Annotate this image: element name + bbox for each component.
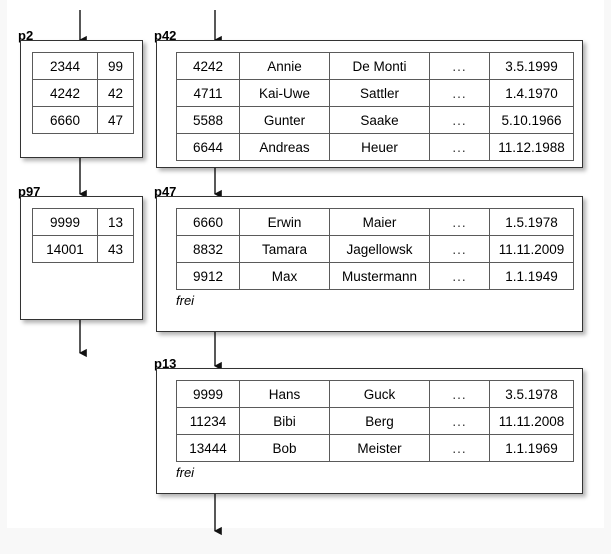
table-row[interactable]: 4242 42 (32, 79, 134, 107)
cell-id: 9999 (176, 380, 240, 408)
cell-id: 11234 (176, 407, 240, 435)
cell-firstname: Gunter (239, 106, 330, 134)
cell-date: 5.10.1966 (489, 106, 574, 134)
cell-lastname: Berg (329, 407, 430, 435)
page-label-p47: p47 (154, 184, 177, 199)
cell-id: 9912 (176, 262, 240, 290)
page-label-p42: p42 (154, 28, 177, 43)
cell-lastname: Guck (329, 380, 430, 408)
cell-firstname: Max (239, 262, 330, 290)
page-box-p97[interactable]: 9999 13 14001 43 (20, 196, 143, 320)
cell-key: 9999 (32, 208, 98, 236)
table-row[interactable]: 6644 Andreas Heuer ... 11.12.1988 (176, 133, 574, 161)
cell-date: 3.5.1999 (489, 52, 574, 80)
cell-more: ... (429, 79, 490, 107)
cell-more: ... (429, 52, 490, 80)
cell-lastname: Mustermann (329, 262, 430, 290)
page-box-p2[interactable]: 2344 99 4242 42 6660 47 (20, 40, 143, 158)
cell-id: 4242 (176, 52, 240, 80)
cell-firstname: Hans (239, 380, 330, 408)
cell-key: 4242 (32, 79, 98, 107)
table-row[interactable]: 4711 Kai-Uwe Sattler ... 1.4.1970 (176, 79, 574, 107)
cell-firstname: Erwin (239, 208, 330, 236)
cell-lastname: Sattler (329, 79, 430, 107)
cell-date: 1.1.1949 (489, 262, 574, 290)
cell-id: 8832 (176, 235, 240, 263)
page-box-p47[interactable]: 6660 Erwin Maier ... 1.5.1978 8832 Tamar… (156, 196, 583, 332)
table-row[interactable]: 9999 Hans Guck ... 3.5.1978 (176, 380, 574, 408)
cell-more: ... (429, 380, 490, 408)
table-row[interactable]: 8832 Tamara Jagellowsk ... 11.11.2009 (176, 235, 574, 263)
cell-pointer: 47 (97, 106, 134, 134)
page-label-p13: p13 (154, 356, 177, 371)
cell-more: ... (429, 235, 490, 263)
cell-lastname: Maier (329, 208, 430, 236)
table-row[interactable]: 9999 13 (32, 208, 134, 236)
free-space-label: frei (176, 465, 195, 480)
cell-key: 14001 (32, 235, 98, 263)
cell-date: 1.4.1970 (489, 79, 574, 107)
cell-lastname: Jagellowsk (329, 235, 430, 263)
cell-date: 1.1.1969 (489, 434, 574, 462)
cell-firstname: Tamara (239, 235, 330, 263)
record-table-p97: 9999 13 14001 43 (32, 208, 134, 263)
cell-date: 11.11.2009 (489, 235, 574, 263)
page-box-p42[interactable]: 4242 Annie De Monti ... 3.5.1999 4711 Ka… (156, 40, 583, 168)
cell-firstname: Annie (239, 52, 330, 80)
cell-more: ... (429, 133, 490, 161)
cell-id: 6660 (176, 208, 240, 236)
cell-date: 1.5.1978 (489, 208, 574, 236)
table-row[interactable]: 11234 Bibi Berg ... 11.11.2008 (176, 407, 574, 435)
cell-id: 4711 (176, 79, 240, 107)
table-row[interactable]: 2344 99 (32, 52, 134, 80)
record-table-p47: 6660 Erwin Maier ... 1.5.1978 8832 Tamar… (176, 208, 574, 290)
cell-date: 11.11.2008 (489, 407, 574, 435)
cell-id: 6644 (176, 133, 240, 161)
cell-more: ... (429, 262, 490, 290)
cell-date: 3.5.1978 (489, 380, 574, 408)
page-box-p13[interactable]: 9999 Hans Guck ... 3.5.1978 11234 Bibi B… (156, 368, 583, 494)
cell-pointer: 13 (97, 208, 134, 236)
cell-firstname: Bob (239, 434, 330, 462)
record-table-p2: 2344 99 4242 42 6660 47 (32, 52, 134, 134)
cell-id: 5588 (176, 106, 240, 134)
record-table-p13: 9999 Hans Guck ... 3.5.1978 11234 Bibi B… (176, 380, 574, 462)
table-row[interactable]: 6660 Erwin Maier ... 1.5.1978 (176, 208, 574, 236)
cell-id: 13444 (176, 434, 240, 462)
table-row[interactable]: 9912 Max Mustermann ... 1.1.1949 (176, 262, 574, 290)
record-table-p42: 4242 Annie De Monti ... 3.5.1999 4711 Ka… (176, 52, 574, 161)
table-row[interactable]: 14001 43 (32, 235, 134, 263)
free-space-label: frei (176, 293, 195, 308)
cell-lastname: Saake (329, 106, 430, 134)
cell-lastname: Meister (329, 434, 430, 462)
cell-more: ... (429, 407, 490, 435)
table-row[interactable]: 4242 Annie De Monti ... 3.5.1999 (176, 52, 574, 80)
cell-more: ... (429, 434, 490, 462)
cell-key: 6660 (32, 106, 98, 134)
table-row[interactable]: 13444 Bob Meister ... 1.1.1969 (176, 434, 574, 462)
cell-firstname: Kai-Uwe (239, 79, 330, 107)
cell-firstname: Andreas (239, 133, 330, 161)
page-label-p2: p2 (18, 28, 34, 43)
page-label-p97: p97 (18, 184, 41, 199)
table-row[interactable]: 6660 47 (32, 106, 134, 134)
cell-pointer: 43 (97, 235, 134, 263)
cell-more: ... (429, 208, 490, 236)
table-row[interactable]: 5588 Gunter Saake ... 5.10.1966 (176, 106, 574, 134)
cell-pointer: 99 (97, 52, 134, 80)
cell-lastname: De Monti (329, 52, 430, 80)
cell-pointer: 42 (97, 79, 134, 107)
cell-date: 11.12.1988 (489, 133, 574, 161)
cell-lastname: Heuer (329, 133, 430, 161)
cell-more: ... (429, 106, 490, 134)
cell-firstname: Bibi (239, 407, 330, 435)
cell-key: 2344 (32, 52, 98, 80)
